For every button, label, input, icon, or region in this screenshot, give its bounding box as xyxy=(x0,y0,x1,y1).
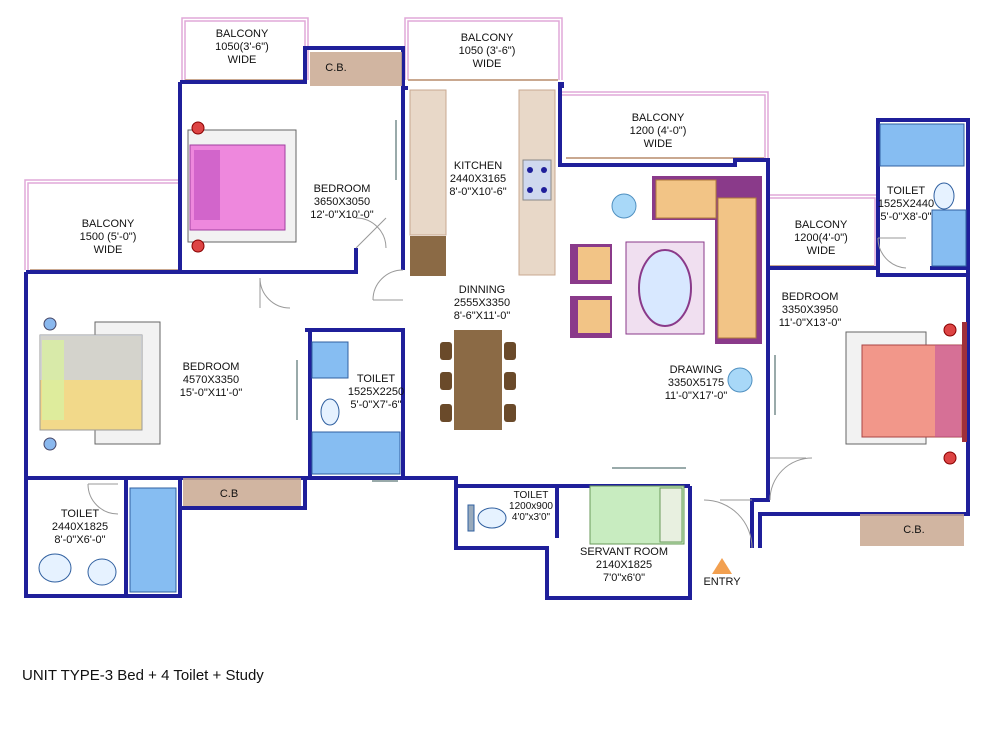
room-note: WIDE xyxy=(472,58,502,70)
room-imperial: 11'-0"X13'-0" xyxy=(778,317,842,329)
room-size: 3650X3050 xyxy=(313,196,371,208)
bed-right xyxy=(845,322,967,465)
label-entry: ENTRY xyxy=(703,576,741,588)
label-toilet-left: TOILET 2440X1825 8'-0"X6'-0" xyxy=(52,508,108,547)
room-imperial: 8'-0"X10'-6" xyxy=(449,186,507,198)
room-imperial: 15'-0"X11'-0" xyxy=(179,387,243,399)
room-name: BEDROOM xyxy=(781,291,839,303)
room-size: 1200x900 xyxy=(509,501,553,512)
unit-type-title: UNIT TYPE-3 Bed + 4 Toilet + Study xyxy=(22,667,264,684)
label-balcony-mid: BALCONY 1200 (4'-0") WIDE xyxy=(630,112,687,151)
room-name: BALCONY xyxy=(794,219,848,231)
entry-arrow xyxy=(712,558,732,574)
kitchen-counters xyxy=(409,89,556,276)
windows xyxy=(296,120,776,482)
room-name: SERVANT ROOM xyxy=(579,546,669,558)
room-name: BEDROOM xyxy=(182,361,240,373)
label-dinning: DINNING 2555X3350 8'-6"X11'-0" xyxy=(454,284,510,323)
label-balcony-top-mid: BALCONY 1050 (3'-6") WIDE xyxy=(459,32,516,71)
label-toilet-right: TOILET 1525X2440 5'-0"X8'-0" xyxy=(878,185,934,224)
label-drawing: DRAWING 3350X5175 11'-0"X17'-0" xyxy=(665,364,728,403)
room-imperial: 4'0"x3'0" xyxy=(511,512,551,523)
room-note: WIDE xyxy=(806,245,836,257)
room-name: BEDROOM xyxy=(313,183,371,195)
room-name: BALCONY xyxy=(631,112,685,124)
room-size: 1050(3'-6") xyxy=(215,41,269,53)
servant-bed xyxy=(589,485,685,545)
room-name: BALCONY xyxy=(460,32,514,44)
doors xyxy=(87,217,907,549)
room-name: DRAWING xyxy=(669,364,723,376)
sofa-set xyxy=(570,176,762,393)
label-servant-room: SERVANT ROOM 2140X1825 7'0"x6'0" xyxy=(580,546,668,585)
dining-table xyxy=(440,330,516,430)
room-size: 1200(4'-0") xyxy=(794,232,848,244)
room-size: 3350X3950 xyxy=(781,304,839,316)
bed-top xyxy=(187,121,297,253)
bed-left xyxy=(39,317,161,451)
room-size: 1050 (3'-6") xyxy=(458,45,516,57)
room-imperial: 8'-0"X6'-0" xyxy=(54,534,106,546)
room-size: 2440X1825 xyxy=(51,521,109,533)
room-name: KITCHEN xyxy=(453,160,503,172)
room-imperial: 5'-0"X8'-0" xyxy=(880,211,932,223)
room-note: WIDE xyxy=(93,244,123,256)
label-balcony-left: BALCONY 1500 (5'-0") WIDE xyxy=(80,218,137,257)
label-bedroom-left: BEDROOM 4570X3350 15'-0"X11'-0" xyxy=(180,361,243,400)
room-size: 1500 (5'-0") xyxy=(79,231,137,243)
room-imperial: 8'-6"X11'-0" xyxy=(453,310,511,322)
label-cb-top: C.B. xyxy=(325,62,347,74)
room-imperial: 5'-0"X7'-6" xyxy=(350,399,402,411)
room-name: TOILET xyxy=(60,508,100,520)
room-imperial: 11'-0"X17'-0" xyxy=(664,390,728,402)
room-name: TOILET xyxy=(886,185,926,197)
room-size: 2440X3165 xyxy=(449,173,507,185)
room-name: BALCONY xyxy=(215,28,269,40)
room-name: TOILET xyxy=(356,373,396,385)
label-toilet-mid: TOILET 1525X2250 5'-0"X7'-6" xyxy=(348,373,404,412)
label-bedroom-top: BEDROOM 3650X3050 12'-0"X10'-0" xyxy=(310,183,373,222)
room-size: 1200 (4'-0") xyxy=(629,125,687,137)
room-imperial: 7'0"x6'0" xyxy=(603,572,645,584)
room-name: TOILET xyxy=(513,490,549,501)
room-size: 2140X1825 xyxy=(595,559,653,571)
room-note: WIDE xyxy=(643,138,673,150)
room-name: DINNING xyxy=(458,284,506,296)
label-balcony-top-left: BALCONY 1050(3'-6") WIDE xyxy=(215,28,269,67)
room-size: 3350X5175 xyxy=(667,377,725,389)
room-imperial: 12'-0"X10'-0" xyxy=(310,209,374,221)
label-cb-right: C.B. xyxy=(903,524,925,536)
label-kitchen: KITCHEN 2440X3165 8'-0"X10'-6" xyxy=(449,160,506,199)
room-size: 2555X3350 xyxy=(453,297,511,309)
room-size: 4570X3350 xyxy=(182,374,240,386)
toilet-fixtures xyxy=(38,123,967,593)
label-bedroom-right: BEDROOM 3350X3950 11'-0"X13'-0" xyxy=(779,291,842,330)
cupboards xyxy=(183,52,964,546)
label-toilet-servant: TOILET 1200x900 4'0"x3'0" xyxy=(509,490,553,523)
room-size: 1525X2440 xyxy=(877,198,935,210)
room-size: 1525X2250 xyxy=(347,386,405,398)
label-balcony-right: BALCONY 1200(4'-0") WIDE xyxy=(794,219,848,258)
room-note: WIDE xyxy=(227,54,257,66)
room-name: BALCONY xyxy=(81,218,135,230)
label-cb-left: C.B xyxy=(219,488,239,500)
